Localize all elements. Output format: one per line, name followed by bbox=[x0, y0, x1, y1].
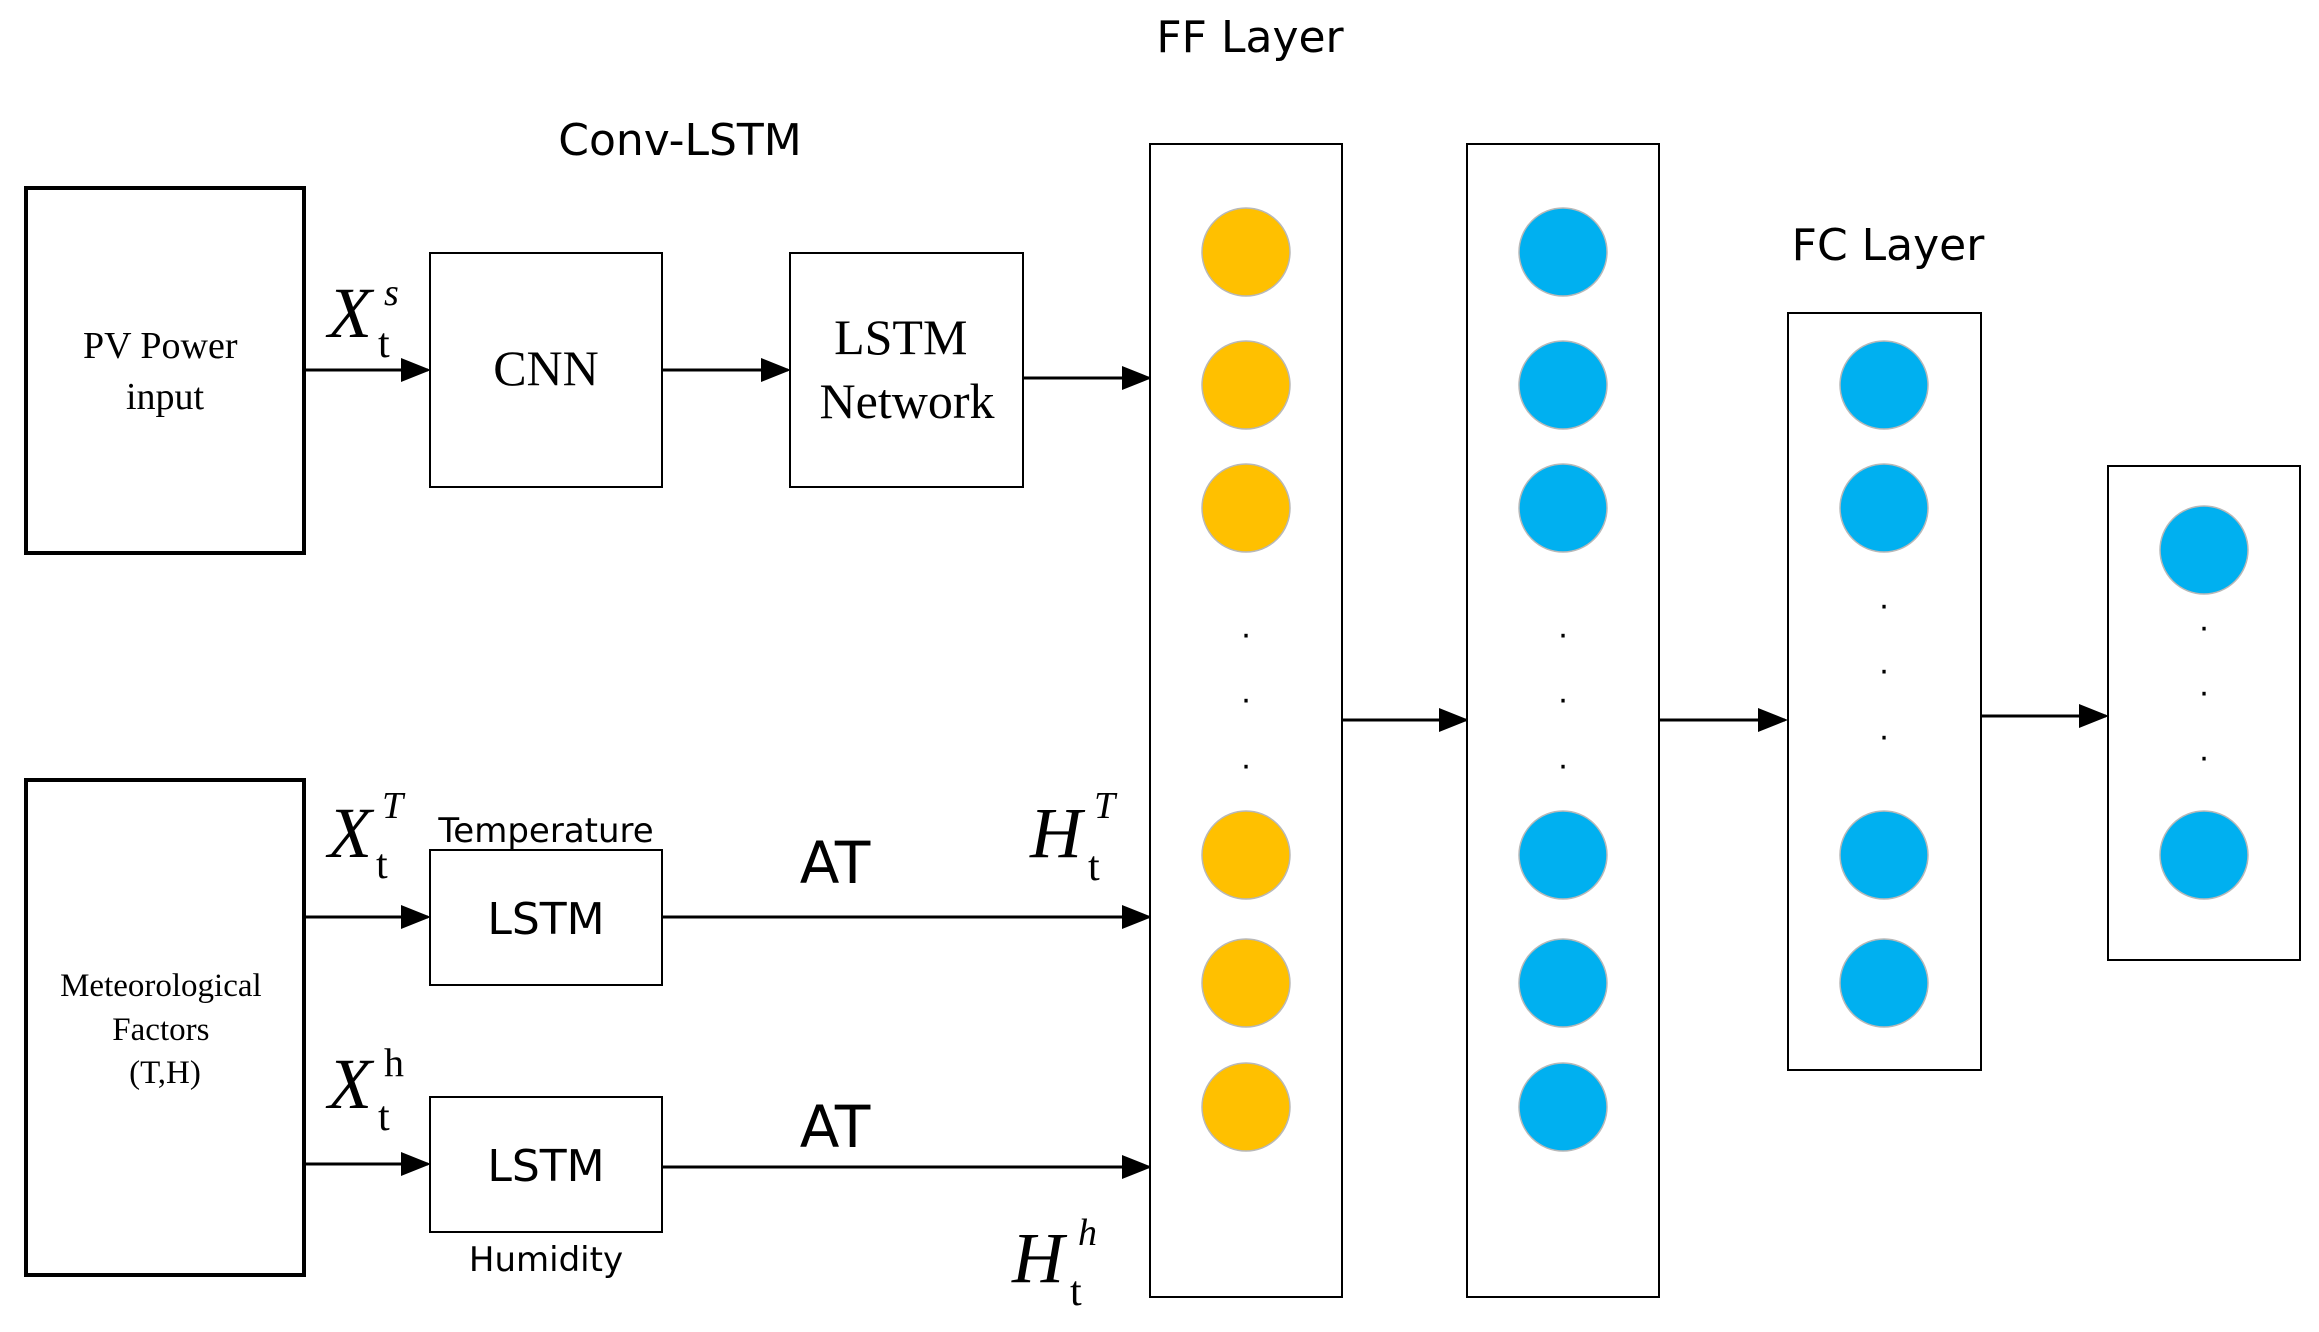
output-neuron-1 bbox=[2159, 505, 2249, 595]
output-ellipsis-dot-3: · bbox=[2198, 738, 2209, 776]
svg-text:X: X bbox=[325, 1044, 375, 1124]
fc-layer-column: · · · bbox=[1787, 312, 1982, 1071]
lstm-humidity-label: LSTM bbox=[487, 1141, 604, 1192]
svg-text:h: h bbox=[384, 1040, 404, 1085]
lstm-temperature-block: LSTM bbox=[429, 849, 663, 986]
symbol-x-t-temperature: X t T bbox=[325, 785, 406, 888]
svg-text:T: T bbox=[1094, 785, 1118, 827]
symbol-x-t-s: X t s bbox=[325, 272, 399, 367]
hidden-ellipsis-dot-3: · bbox=[1557, 746, 1568, 784]
svg-text:Meteorological Factors: Meteorological Factors (T,H) bbox=[60, 968, 270, 1091]
ff-layer-title: FF Layer bbox=[1156, 12, 1344, 63]
attention-temperature-label: AT bbox=[800, 829, 871, 897]
svg-text:PV Power input: PV Power input bbox=[83, 325, 247, 418]
ff-neuron-1 bbox=[1201, 207, 1291, 297]
svg-text:T: T bbox=[382, 785, 406, 827]
ff-layer-column: · · · bbox=[1149, 143, 1343, 1298]
ff-neuron-6 bbox=[1201, 1062, 1291, 1152]
hidden-layer-column: · · · bbox=[1466, 143, 1660, 1298]
symbol-h-t-humidity: H t h bbox=[1011, 1212, 1097, 1315]
fc-neuron-2 bbox=[1839, 463, 1929, 553]
temperature-label: Temperature bbox=[437, 811, 653, 851]
svg-text:t: t bbox=[378, 1094, 390, 1140]
pv-power-label-line1: PV Power bbox=[83, 325, 238, 367]
hidden-neuron-6 bbox=[1518, 1062, 1608, 1152]
meteorological-label-line1: Meteorological bbox=[60, 968, 262, 1004]
svg-text:t: t bbox=[376, 842, 388, 888]
fc-neuron-4 bbox=[1839, 938, 1929, 1028]
conv-lstm-title: Conv-LSTM bbox=[558, 115, 802, 166]
ff-ellipsis-dot-3: · bbox=[1240, 746, 1251, 784]
svg-text:X: X bbox=[325, 273, 375, 353]
lstm-network-label-line2: Network bbox=[820, 373, 995, 429]
fc-ellipsis-dot-2: · bbox=[1878, 651, 1889, 689]
output-layer-column: · · · bbox=[2107, 465, 2301, 961]
meteorological-label-line2: Factors bbox=[112, 1012, 209, 1048]
svg-text:s: s bbox=[384, 272, 399, 314]
svg-text:t: t bbox=[378, 321, 390, 367]
output-ellipsis-dot-1: · bbox=[2198, 608, 2209, 646]
meteorological-label-line3: (T,H) bbox=[129, 1055, 201, 1091]
lstm-network-label-line1: LSTM bbox=[834, 309, 967, 365]
meteorological-factors-box: Meteorological Factors (T,H) bbox=[24, 778, 306, 1277]
fc-ellipsis-dot-1: · bbox=[1878, 586, 1889, 624]
fc-layer-title: FC Layer bbox=[1792, 220, 1986, 271]
svg-text:H: H bbox=[1029, 793, 1086, 873]
hidden-ellipsis-dot-1: · bbox=[1557, 615, 1568, 653]
output-ellipsis-dot-2: · bbox=[2198, 673, 2209, 711]
svg-text:H: H bbox=[1011, 1218, 1068, 1298]
lstm-network-block: LSTM Network bbox=[789, 252, 1024, 488]
output-neuron-2 bbox=[2159, 810, 2249, 900]
ff-neuron-3 bbox=[1201, 463, 1291, 553]
pv-power-label-line2: input bbox=[126, 376, 205, 418]
hidden-ellipsis-dot-2: · bbox=[1557, 680, 1568, 718]
cnn-block: CNN bbox=[429, 252, 663, 488]
ff-neuron-5 bbox=[1201, 938, 1291, 1028]
humidity-label: Humidity bbox=[469, 1240, 623, 1280]
symbol-x-t-humidity: X t h bbox=[325, 1040, 404, 1140]
hidden-neuron-5 bbox=[1518, 938, 1608, 1028]
fc-neuron-1 bbox=[1839, 340, 1929, 430]
ff-neuron-4 bbox=[1201, 810, 1291, 900]
svg-text:LSTM Network: LSTM Network bbox=[820, 309, 995, 429]
fc-neuron-3 bbox=[1839, 810, 1929, 900]
ff-ellipsis-dot-2: · bbox=[1240, 680, 1251, 718]
hidden-neuron-2 bbox=[1518, 340, 1608, 430]
attention-humidity-label: AT bbox=[800, 1093, 871, 1161]
cnn-label: CNN bbox=[493, 340, 599, 396]
svg-text:t: t bbox=[1088, 844, 1100, 890]
ff-neuron-2 bbox=[1201, 340, 1291, 430]
ff-ellipsis-dot-1: · bbox=[1240, 615, 1251, 653]
svg-text:X: X bbox=[325, 793, 375, 873]
lstm-humidity-block: LSTM bbox=[429, 1096, 663, 1233]
hidden-neuron-4 bbox=[1518, 810, 1608, 900]
hidden-neuron-1 bbox=[1518, 207, 1608, 297]
svg-text:h: h bbox=[1078, 1212, 1097, 1254]
pv-power-input-box: PV Power input bbox=[24, 186, 306, 555]
hidden-neuron-3 bbox=[1518, 463, 1608, 553]
lstm-temperature-label: LSTM bbox=[487, 894, 604, 945]
svg-text:t: t bbox=[1070, 1269, 1082, 1315]
symbol-h-t-temperature: H t T bbox=[1029, 785, 1118, 890]
fc-ellipsis-dot-3: · bbox=[1878, 717, 1889, 755]
